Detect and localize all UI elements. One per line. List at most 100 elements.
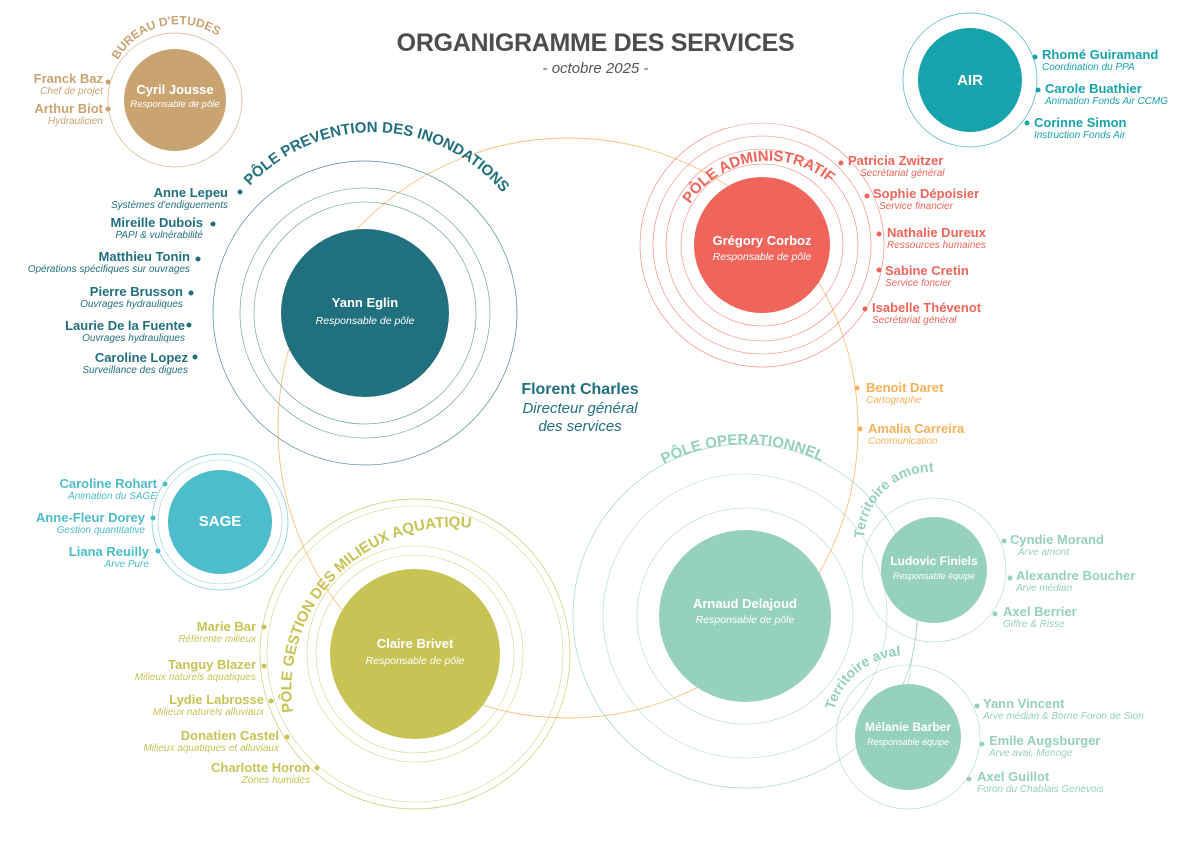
milieux-dot-2 <box>268 698 274 704</box>
oper-ring-1 <box>636 507 854 725</box>
sage-member[interactable]: Anne-Fleur Dorey Gestion quantitative <box>36 510 145 537</box>
amont-member[interactable]: Cyndie Morand Arve amont <box>1010 532 1104 559</box>
bureau-outer-ring <box>107 32 243 168</box>
prevention-member[interactable]: Mireille Dubois PAPI & vulnérabilité <box>111 215 203 242</box>
member-role: Gestion quantitative <box>56 525 145 536</box>
prevention-member[interactable]: Matthieu Tonin Opérations spécifiques su… <box>28 249 190 276</box>
member-name: Donatien Castel <box>180 728 279 743</box>
admin-ring-3 <box>652 135 872 355</box>
bureau-head-name: Cyril Jousse <box>136 82 214 97</box>
amont-aval-link <box>907 621 919 685</box>
aval-dot-1 <box>979 741 985 747</box>
air-member[interactable]: Carole Buathier Animation Fonds Air CCMG <box>1045 81 1168 108</box>
admin-member[interactable]: Sophie Dépoisier Service financier <box>873 186 979 213</box>
admin-ring-1 <box>680 163 844 327</box>
direction-role-line1: Directeur général <box>522 400 638 417</box>
aval-member[interactable]: Yann Vincent Arve médian & Borne Foron d… <box>983 696 1144 723</box>
amont-member[interactable]: Axel Berrier Giffre & Risse <box>1003 604 1077 631</box>
direction-role-line2: des services <box>538 418 622 435</box>
member-role: Coordination du PPA <box>1042 62 1135 73</box>
amont-dot-1 <box>1007 575 1013 581</box>
member-name: Marie Bar <box>196 619 256 634</box>
member-name: Axel Berrier <box>1003 604 1077 619</box>
member-name: Nathalie Dureux <box>887 225 986 240</box>
aval-dot-0 <box>974 703 980 709</box>
aval-head-circle[interactable] <box>855 684 961 790</box>
direction-dot-1 <box>857 426 863 432</box>
member-role: Ouvrages hydrauliques <box>82 333 185 344</box>
air-member[interactable]: Corinne Simon Instruction Fonds Air <box>1034 115 1126 142</box>
milieux-head-circle[interactable] <box>330 569 500 739</box>
prevention-head-circle[interactable] <box>281 229 449 397</box>
member-name: Patricia Zwitzer <box>848 153 944 168</box>
member-role: Milieux naturels alluviaux <box>152 707 264 718</box>
member-role: Hydraulicien <box>47 116 103 127</box>
member-role: Service financier <box>879 201 953 212</box>
milieux-member[interactable]: Lydie Labrosse Milieux naturels alluviau… <box>153 692 264 719</box>
oper-head-circle[interactable] <box>659 530 831 702</box>
air-circle[interactable] <box>918 28 1022 132</box>
prevention-member[interactable]: Caroline Lopez Surveillance des digues <box>82 350 188 377</box>
member-role: Arve amont <box>1018 547 1070 558</box>
member-role: Arve médian <box>1016 583 1073 594</box>
milieux-head-name: Claire Brivet <box>376 636 454 651</box>
member-role: Arve aval, Menoge <box>989 748 1073 759</box>
milieux-member[interactable]: Tanguy Blazer Milieux naturels aquatique… <box>135 657 256 684</box>
bureau-member[interactable]: Arthur Biot Hydraulicien <box>34 101 103 128</box>
admin-dot-4 <box>862 306 868 312</box>
milieux-member[interactable]: Donatien Castel Milieux aquatiques et al… <box>143 728 279 755</box>
amont-member[interactable]: Alexandre Boucher Arve médian <box>1016 568 1135 595</box>
prevention-member[interactable]: Laurie De la Fuente Ouvrages hydraulique… <box>65 318 185 345</box>
member-name: Caroline Lopez <box>94 350 188 365</box>
air-dot-0 <box>1032 54 1038 60</box>
admin-head-role: Responsable de pôle <box>712 251 812 263</box>
milieux-member[interactable]: Charlotte Horon Zones humides <box>211 760 310 787</box>
member-name: Corinne Simon <box>1034 115 1127 130</box>
sage-ring-2 <box>151 453 289 591</box>
member-role: Milieux naturels aquatiques <box>134 672 256 683</box>
bureau-head-circle[interactable] <box>124 49 226 151</box>
member-name: Matthieu Tonin <box>98 249 190 264</box>
member-name: Tanguy Blazer <box>168 657 256 672</box>
prevention-dot-4 <box>186 322 192 328</box>
member-role: Ressources humaines <box>887 240 986 251</box>
prevention-dot-0 <box>237 189 243 195</box>
member-role: Arve Pure <box>104 559 149 570</box>
milieux-member[interactable]: Marie Bar Référente milieux <box>178 619 256 646</box>
admin-member[interactable]: Sabine Cretin Service foncier <box>885 263 969 290</box>
admin-head-circle[interactable] <box>694 177 830 313</box>
sage-member[interactable]: Liana Reuilly Arve Pure <box>69 544 149 571</box>
admin-member[interactable]: Nathalie Dureux Ressources humaines <box>887 225 986 252</box>
member-role: Animation Fonds Air CCMG <box>1045 96 1168 107</box>
member-role: Référente milieux <box>178 634 256 645</box>
prevention-head-name: Yann Eglin <box>331 295 399 310</box>
air-group <box>902 12 1041 148</box>
member-name: Alexandre Boucher <box>1016 568 1136 583</box>
milieux-dot-0 <box>261 624 267 630</box>
admin-member[interactable]: Isabelle Thévenot Secrétariat général <box>872 300 981 327</box>
sage-circle[interactable] <box>168 470 272 574</box>
member-role: Systèmes d'endiguements <box>111 200 228 211</box>
air-member[interactable]: Rhomé Guiramand Coordination du PPA <box>1042 47 1158 74</box>
amont-head-circle[interactable] <box>881 517 987 623</box>
air-outer-ring <box>902 12 1038 148</box>
bureau-member[interactable]: Franck Baz Chef de projet <box>34 71 103 98</box>
member-name: Lydie Labrosse <box>169 692 264 707</box>
prevention-member[interactable]: Pierre Brusson Ouvrages hydrauliques <box>80 284 183 311</box>
aval-member[interactable]: Emile Augsburger Arve aval, Menoge <box>989 733 1100 760</box>
aval-member[interactable]: Axel Guillot Foron du Chablais Genevois <box>977 769 1104 796</box>
direction-member[interactable]: Benoit Daret Cartographe <box>866 380 943 407</box>
air-dot-1 <box>1035 87 1041 93</box>
direction-member[interactable]: Amalia Carreira Communication <box>868 421 964 448</box>
milieux-ring-1 <box>306 545 524 763</box>
amont-dot-2 <box>992 611 998 617</box>
admin-dot-1 <box>864 193 870 199</box>
prevention-member[interactable]: Anne Lepeu Systèmes d'endiguements <box>111 185 228 212</box>
sage-member[interactable]: Caroline Rohart Animation du SAGE <box>59 476 157 503</box>
member-role: Secrétariat général <box>860 168 945 179</box>
member-name: Laurie De la Fuente <box>65 318 185 333</box>
amont-head-name: Ludovic Finiels <box>890 554 978 568</box>
admin-member[interactable]: Patricia Zwitzer Secrétariat général <box>848 153 945 180</box>
admin-ring-2 <box>665 148 859 342</box>
member-name: Liana Reuilly <box>68 544 149 559</box>
